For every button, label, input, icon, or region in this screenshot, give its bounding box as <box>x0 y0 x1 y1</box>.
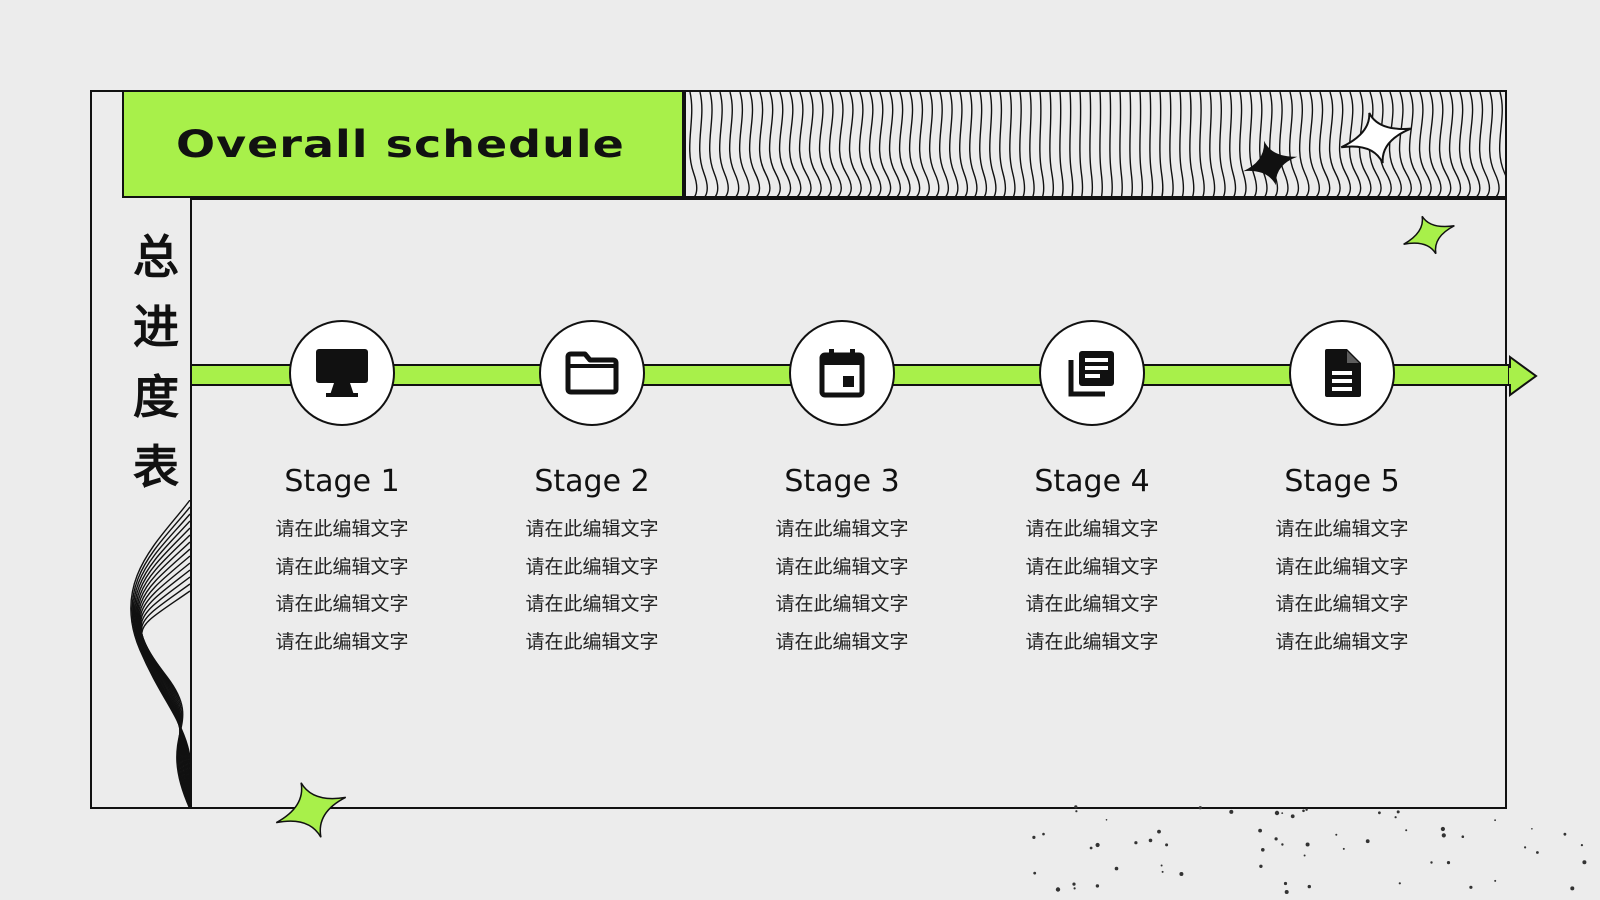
stage-title: Stage 1 <box>284 464 400 499</box>
stage-title: Stage 5 <box>1284 464 1400 499</box>
green-sparkle-icon <box>1403 215 1455 255</box>
monitor-icon <box>316 349 368 397</box>
stage-text-line: 请在此编辑文字 <box>525 630 659 653</box>
vertical-title-char: 表 <box>133 440 179 494</box>
stage-text-line: 请在此编辑文字 <box>1275 518 1409 540</box>
stage-title: Stage 2 <box>534 464 650 499</box>
black-sparkle-icon <box>1243 140 1298 186</box>
stage-text-list: 请在此编辑文字 请在此编辑文字 请在此编辑文字 请在此编辑文字 <box>972 511 1212 661</box>
folder-icon <box>565 351 619 395</box>
white-sparkle-icon <box>1340 112 1412 164</box>
title-banner: Overall schedule <box>122 90 684 198</box>
stage-text-list: 请在此编辑文字 请在此编辑文字 请在此编辑文字 请在此编辑文字 <box>1222 511 1462 661</box>
stage-text-line: 请在此编辑文字 <box>1025 518 1159 540</box>
stage-icon-circle <box>1289 320 1395 426</box>
stage-text-line: 请在此编辑文字 <box>525 518 659 540</box>
stage-text-line: 请在此编辑文字 <box>775 518 909 540</box>
arrow-head-icon <box>1508 355 1538 397</box>
stage-2: Stage 2 请在此编辑文字 请在此编辑文字 请在此编辑文字 请在此编辑文字 <box>472 320 712 661</box>
stage-text-line: 请在此编辑文字 <box>775 555 909 578</box>
green-sparkle-icon <box>275 782 347 838</box>
stage-icon-circle <box>1039 320 1145 426</box>
stage-text-line: 请在此编辑文字 <box>275 518 409 540</box>
vertical-title-char: 进 <box>133 300 179 354</box>
stage-text-line: 请在此编辑文字 <box>1025 630 1159 653</box>
stage-1: Stage 1 请在此编辑文字 请在此编辑文字 请在此编辑文字 请在此编辑文字 <box>222 320 462 661</box>
stage-text-line: 请在此编辑文字 <box>1025 593 1159 615</box>
stage-icon-circle <box>289 320 395 426</box>
content-panel <box>190 198 1507 809</box>
page-title: Overall schedule <box>176 121 625 167</box>
vertical-title-char: 度 <box>133 370 179 424</box>
stage-title: Stage 3 <box>784 464 900 499</box>
vertical-title-char: 总 <box>133 230 179 284</box>
stage-4: Stage 4 请在此编辑文字 请在此编辑文字 请在此编辑文字 请在此编辑文字 <box>972 320 1212 661</box>
stage-text-line: 请在此编辑文字 <box>525 555 659 578</box>
stage-text-line: 请在此编辑文字 <box>275 630 409 653</box>
stage-text-list: 请在此编辑文字 请在此编辑文字 请在此编辑文字 请在此编辑文字 <box>222 511 462 661</box>
topographic-lines-decoration <box>90 500 190 809</box>
documents-icon <box>1068 351 1114 397</box>
stage-5: Stage 5 请在此编辑文字 请在此编辑文字 请在此编辑文字 请在此编辑文字 <box>1222 320 1462 661</box>
stage-text-line: 请在此编辑文字 <box>525 593 659 615</box>
stage-icon-circle <box>789 320 895 426</box>
calendar-icon <box>819 349 865 398</box>
stage-text-line: 请在此编辑文字 <box>775 593 909 615</box>
stage-text-line: 请在此编辑文字 <box>1275 630 1409 653</box>
stage-text-list: 请在此编辑文字 请在此编辑文字 请在此编辑文字 请在此编辑文字 <box>472 511 712 661</box>
wave-stripes-decoration <box>684 90 1507 198</box>
stage-title: Stage 4 <box>1034 464 1150 499</box>
stage-3: Stage 3 请在此编辑文字 请在此编辑文字 请在此编辑文字 请在此编辑文字 <box>722 320 962 661</box>
stage-text-list: 请在此编辑文字 请在此编辑文字 请在此编辑文字 请在此编辑文字 <box>722 511 962 661</box>
vertical-title: 总 进 度 表 <box>122 222 190 502</box>
stage-text-line: 请在此编辑文字 <box>1275 555 1409 578</box>
speckle-decoration <box>1032 805 1587 894</box>
stage-text-line: 请在此编辑文字 <box>275 593 409 615</box>
stage-text-line: 请在此编辑文字 <box>1275 593 1409 615</box>
stage-text-line: 请在此编辑文字 <box>775 630 909 653</box>
stage-text-line: 请在此编辑文字 <box>1025 555 1159 578</box>
file-icon <box>1325 349 1361 397</box>
stage-icon-circle <box>539 320 645 426</box>
stage-text-line: 请在此编辑文字 <box>275 555 409 578</box>
